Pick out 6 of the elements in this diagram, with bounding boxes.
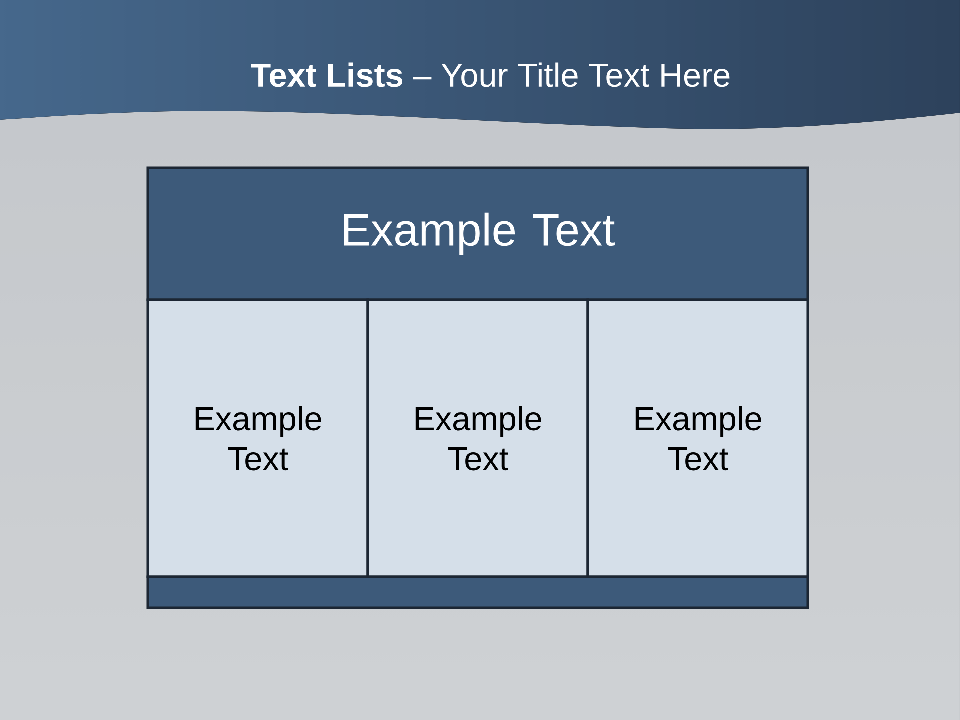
- table-header: Example Text: [146, 166, 810, 302]
- table-cell: Example Text: [586, 298, 810, 578]
- table-cell: Example Text: [366, 298, 590, 578]
- table-cell: Example Text: [146, 298, 370, 578]
- slide-title: Text Lists – Your Title Text Here: [251, 62, 730, 88]
- footer-bar: [146, 576, 810, 610]
